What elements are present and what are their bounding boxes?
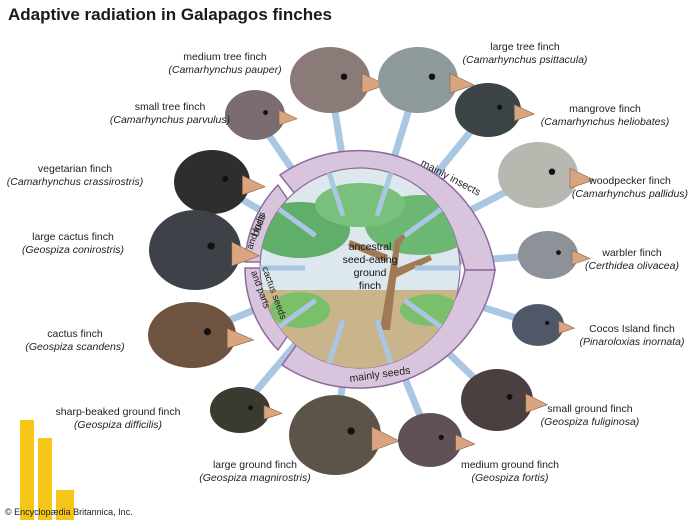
finch-common-name: cactus finch <box>47 328 103 340</box>
inner-branch <box>277 207 317 238</box>
finch-head-icon <box>398 413 476 467</box>
finch-group: medium tree finch(Camarhynchus pauper) la… <box>7 41 688 484</box>
center-label: ancestral seed-eating ground finch <box>343 241 398 292</box>
finch-latin-name: (Geospiza scandens) <box>25 341 124 353</box>
finch-latin-name: (Camarhynchus heliobates) <box>541 116 669 128</box>
finch-common-name: vegetarian finch <box>38 163 112 175</box>
beak-icon <box>226 327 255 349</box>
eye-icon <box>248 405 253 411</box>
center-line-1: ancestral <box>349 241 392 253</box>
finch-latin-name: (Camarhynchus parvulus) <box>110 114 230 126</box>
watermark-logo <box>20 420 74 520</box>
center-line-4: finch <box>359 280 381 292</box>
finch-head-icon <box>498 142 595 208</box>
inner-branch <box>326 172 346 217</box>
beak-icon <box>231 241 261 267</box>
finch-head-icon <box>378 47 475 113</box>
finch-common-name: mangrove finch <box>569 103 641 115</box>
finch-head-icon <box>289 395 401 475</box>
beak-icon <box>571 249 591 266</box>
beak-icon <box>558 320 576 334</box>
eye-icon <box>207 242 215 250</box>
finch-latin-name: (Geospiza fuliginosa) <box>541 416 640 428</box>
finch-latin-name: (Pinaroloxias inornata) <box>579 336 684 348</box>
finch-common-name: small tree finch <box>135 101 206 113</box>
beak-icon <box>361 72 387 94</box>
finch-common-name: large cactus finch <box>32 231 114 243</box>
inner-branch <box>374 172 394 217</box>
inner-branch <box>403 298 443 329</box>
inner-branch <box>277 298 317 329</box>
copyright-text: © Encyclopædia Britannica, Inc. <box>5 507 133 517</box>
beak-icon <box>242 175 266 196</box>
finch-head-icon <box>455 83 535 137</box>
finch-latin-name: (Camarhynchus pauper) <box>168 64 281 76</box>
finch-latin-name: (Certhidea olivacea) <box>585 260 679 272</box>
beak-icon <box>449 72 475 94</box>
finch-common-name: medium ground finch <box>461 459 559 471</box>
beak-icon <box>455 434 476 452</box>
eye-icon <box>340 73 348 80</box>
finch-latin-name: (Geospiza fortis) <box>471 472 548 484</box>
finch-common-name: warbler finch <box>601 247 662 259</box>
finch-common-name: large ground finch <box>213 459 297 471</box>
eye-icon <box>556 250 561 256</box>
eye-icon <box>548 168 556 175</box>
finch-latin-name: (Camarhynchus psittacula) <box>463 54 588 66</box>
finch-head-icon <box>290 47 387 113</box>
eye-icon <box>347 427 355 435</box>
finch-latin-name: (Geospiza conirostris) <box>22 244 124 256</box>
beak-icon <box>525 393 549 413</box>
finch-head-icon <box>149 210 261 290</box>
finch-head-icon <box>174 150 266 214</box>
center-line-2: seed-eating <box>343 254 398 266</box>
finch-head-icon <box>518 231 591 279</box>
finch-common-name: large tree finch <box>490 41 560 53</box>
eye-icon <box>203 328 211 336</box>
inner-branch <box>326 319 346 364</box>
eye-icon <box>263 110 268 115</box>
beak-icon <box>569 167 595 189</box>
finch-latin-name: (Geospiza difficilis) <box>74 419 162 431</box>
eye-icon <box>438 434 444 440</box>
eye-icon <box>428 73 436 80</box>
beak-icon <box>278 109 298 126</box>
beak-icon <box>371 426 401 452</box>
finch-head-icon <box>512 304 576 346</box>
inner-branch <box>403 207 443 238</box>
finch-common-name: woodpecker finch <box>588 175 671 187</box>
page-title: Adaptive radiation in Galapagos finches <box>8 5 333 24</box>
beak-icon <box>514 104 535 122</box>
inner-branch <box>374 319 394 364</box>
eye-icon <box>506 394 513 400</box>
finch-common-name: small ground finch <box>547 403 632 415</box>
finch-head-icon <box>148 302 255 368</box>
eye-icon <box>222 175 229 182</box>
eye-icon <box>496 104 503 110</box>
finch-head-icon <box>210 387 283 433</box>
finch-latin-name: (Geospiza magnirostris) <box>199 472 310 484</box>
eye-icon <box>545 320 550 325</box>
finch-latin-name: (Camarhynchus crassirostris) <box>7 176 144 188</box>
finch-head-icon <box>461 369 549 431</box>
finch-common-name: medium tree finch <box>183 51 267 63</box>
finch-head-icon <box>225 90 298 140</box>
finch-common-name: sharp-beaked ground finch <box>56 406 181 418</box>
finch-common-name: Cocos Island finch <box>589 323 675 335</box>
center-line-3: ground <box>354 267 387 279</box>
beak-icon <box>263 404 283 420</box>
finch-latin-name: (Camarhynchus pallidus) <box>572 188 688 200</box>
